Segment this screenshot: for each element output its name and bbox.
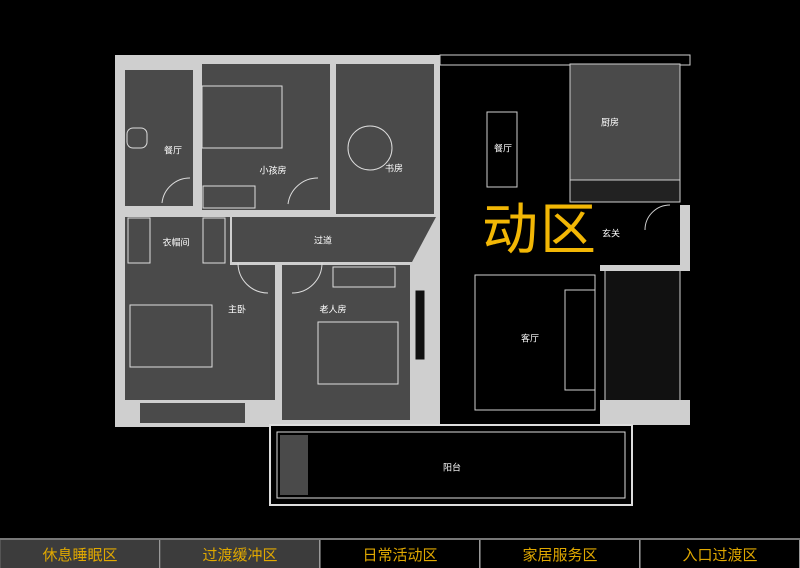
room-label-corridor: 过道 xyxy=(313,236,333,247)
master-room xyxy=(125,265,275,400)
legend-service-zone[interactable]: 家居服务区 xyxy=(480,540,640,568)
master-bed xyxy=(129,304,213,368)
room-label-living: 客厅 xyxy=(520,334,540,345)
room-label-study: 书房 xyxy=(384,164,404,175)
sofa xyxy=(564,289,596,391)
room-label-closet: 衣帽间 xyxy=(162,238,190,249)
closet-room xyxy=(125,217,230,267)
room-label-child: 小孩房 xyxy=(259,166,287,177)
child-bed xyxy=(201,85,283,149)
bath-right xyxy=(604,267,681,409)
room-label-kitchen: 厨房 xyxy=(600,118,620,129)
elder-bed xyxy=(317,321,399,385)
room-label-master: 主卧 xyxy=(227,305,247,316)
kitchen-room xyxy=(569,63,681,181)
room-label-foyer: 玄关 xyxy=(601,229,621,240)
study-room xyxy=(336,64,434,214)
room-label-bath: 餐厅 xyxy=(163,146,183,157)
study-table xyxy=(347,125,393,171)
zone-legend-bar: 休息睡眠区 过渡缓冲区 日常活动区 家居服务区 入口过渡区 xyxy=(0,538,800,568)
room-label-balcony: 阳台 xyxy=(442,463,462,474)
corridor-room xyxy=(232,217,436,262)
balcony-room xyxy=(269,424,633,506)
elder-room xyxy=(282,265,410,420)
zone-title: 动区 xyxy=(482,198,598,263)
legend-rest-zone[interactable]: 休息睡眠区 xyxy=(0,540,160,568)
legend-activity-zone[interactable]: 日常活动区 xyxy=(320,540,480,568)
room-label-elder: 老人房 xyxy=(319,305,347,316)
legend-buffer-zone[interactable]: 过渡缓冲区 xyxy=(160,540,320,568)
bath-room xyxy=(125,70,193,206)
legend-entry-zone[interactable]: 入口过渡区 xyxy=(640,540,800,568)
room-label-dining: 餐厅 xyxy=(493,144,513,155)
dining-table xyxy=(486,111,518,188)
